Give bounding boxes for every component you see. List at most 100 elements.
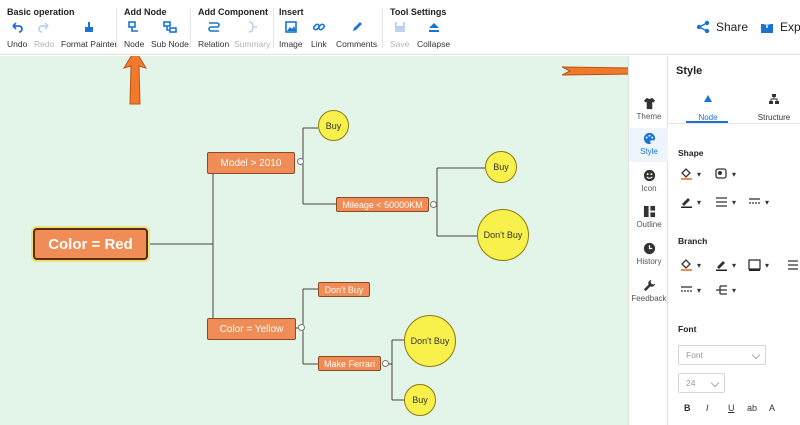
export-label: Export — [780, 20, 800, 34]
fill-color-control[interactable]: ▾ — [680, 168, 701, 180]
format-painter-button[interactable]: Format Painter — [61, 20, 117, 52]
font-family-select[interactable]: Font — [678, 345, 766, 365]
annotation-arrow-up-icon — [122, 56, 148, 105]
section-font: Font — [678, 324, 697, 334]
group-title-insert: Insert — [279, 7, 304, 17]
italic-button[interactable]: I — [706, 403, 709, 413]
node-make-ferrari[interactable]: Make Ferrari — [318, 356, 381, 371]
collapse-toggle[interactable] — [382, 360, 389, 367]
leaf-buy-low[interactable]: Buy — [404, 384, 436, 416]
undo-icon — [12, 22, 23, 33]
underline-button[interactable]: U — [728, 403, 735, 413]
image-button[interactable]: Image — [279, 20, 303, 52]
summary-button[interactable]: Summary — [234, 20, 270, 52]
sidebar-item-style[interactable]: Style — [629, 128, 669, 162]
sidebar-item-feedback[interactable]: Feedback — [629, 275, 669, 309]
group-title-tool-settings: Tool Settings — [390, 7, 447, 17]
sidebar-item-outline[interactable]: Outline — [629, 201, 669, 235]
sub-node-button[interactable]: Sub Node — [151, 20, 189, 52]
leaf-dont-buy-low[interactable]: Don't Buy — [404, 315, 456, 367]
leaf-buy-mid[interactable]: Buy — [485, 151, 517, 183]
right-icon-bar: Theme Style Icon Outline History Feedbac… — [628, 56, 669, 425]
relation-button[interactable]: Relation — [198, 20, 229, 52]
leaf-buy-top[interactable]: Buy — [318, 110, 349, 141]
sidebar-label-history: History — [636, 257, 662, 266]
node-mileage[interactable]: Mileage < 50000KM — [336, 197, 429, 212]
collapse-label: Collapse — [417, 39, 451, 49]
save-icon — [394, 22, 405, 32]
comments-button[interactable]: Comments — [336, 20, 377, 52]
image-label: Image — [279, 39, 303, 49]
share-label: Share — [715, 20, 748, 34]
toolbar-divider — [190, 8, 191, 48]
sidebar-item-history[interactable]: History — [629, 238, 669, 272]
group-title-add-node: Add Node — [124, 7, 167, 17]
branch-line-color-control[interactable]: ▾ — [715, 259, 736, 271]
format-painter-label: Format Painter — [61, 39, 118, 49]
sidebar-label-icon: Icon — [641, 184, 657, 193]
shape-type-control[interactable]: ▾ — [715, 168, 736, 180]
line-width-icon — [716, 197, 727, 207]
collapse-button[interactable]: Collapse — [417, 20, 450, 52]
node-color-yellow[interactable]: Color = Yellow — [207, 318, 296, 340]
branch-fill-control[interactable]: ▾ — [680, 259, 701, 271]
sidebar-item-icon[interactable]: Icon — [629, 165, 669, 199]
clock-icon — [643, 242, 655, 255]
sidebar-label-feedback: Feedback — [631, 294, 667, 303]
export-button[interactable]: Export — [760, 20, 800, 34]
save-button[interactable]: Save — [390, 20, 409, 52]
share-button[interactable]: Share — [696, 20, 748, 34]
border-color-control[interactable]: ▾ — [680, 196, 701, 208]
node-dont-buy-small[interactable]: Don't Buy — [318, 282, 370, 297]
link-button[interactable]: Link — [311, 20, 327, 52]
active-tab-indicator — [686, 121, 728, 123]
image-icon — [285, 21, 297, 33]
node-style-icon — [704, 95, 712, 102]
redo-icon — [38, 22, 49, 33]
node-button[interactable]: Node — [124, 20, 144, 52]
smiley-icon — [643, 169, 655, 182]
font-size-value: 24 — [686, 378, 696, 388]
border-style-control[interactable]: ▾ — [748, 196, 769, 208]
sub-node-label: Sub Node — [151, 39, 189, 49]
export-icon — [761, 21, 773, 33]
structure-icon — [769, 94, 779, 104]
section-shape: Shape — [678, 148, 704, 158]
node-model[interactable]: Model > 2010 — [207, 152, 295, 174]
relation-icon — [207, 22, 220, 32]
redo-label: Redo — [34, 39, 55, 49]
collapse-toggle[interactable] — [297, 158, 304, 165]
branch-border-control[interactable]: ▾ — [748, 259, 769, 271]
sidebar-label-outline: Outline — [636, 220, 662, 229]
border-width-control[interactable]: ▾ — [715, 196, 736, 208]
collapse-toggle[interactable] — [430, 201, 437, 208]
pen-icon — [716, 261, 727, 271]
tab-structure[interactable]: Structure — [744, 92, 800, 122]
collapse-toggle[interactable] — [298, 324, 305, 331]
tab-structure-label: Structure — [757, 113, 791, 122]
tab-node[interactable]: Node — [678, 92, 738, 122]
root-node[interactable]: Color = Red — [33, 228, 148, 260]
shape-icon — [715, 168, 727, 179]
branch-align-control[interactable] — [787, 259, 799, 271]
palette-icon — [643, 132, 655, 145]
sidebar-item-theme[interactable]: Theme — [629, 93, 669, 127]
divider — [668, 123, 800, 124]
branch-line-style-control[interactable]: ▾ — [680, 284, 701, 296]
redo-button[interactable]: Redo — [34, 20, 54, 52]
font-color-button[interactable]: A — [769, 403, 776, 413]
font-family-value: Font — [686, 350, 704, 360]
text-case-button[interactable]: ab — [747, 403, 758, 413]
branch-connector-control[interactable]: ▾ — [715, 284, 736, 296]
node-icon — [128, 21, 139, 32]
undo-button[interactable]: Undo — [7, 20, 27, 52]
border-box-icon — [748, 259, 761, 271]
mindmap-canvas[interactable]: Color = Red Model > 2010 Buy Mileage < 5… — [0, 56, 628, 425]
font-size-select[interactable]: 24 — [678, 373, 725, 393]
bold-button[interactable]: B — [684, 403, 691, 413]
pen-icon — [681, 198, 692, 208]
tshirt-icon — [643, 97, 655, 110]
link-label: Link — [311, 39, 327, 49]
leaf-dont-buy-mid[interactable]: Don't Buy — [477, 209, 529, 261]
relation-label: Relation — [198, 39, 230, 49]
